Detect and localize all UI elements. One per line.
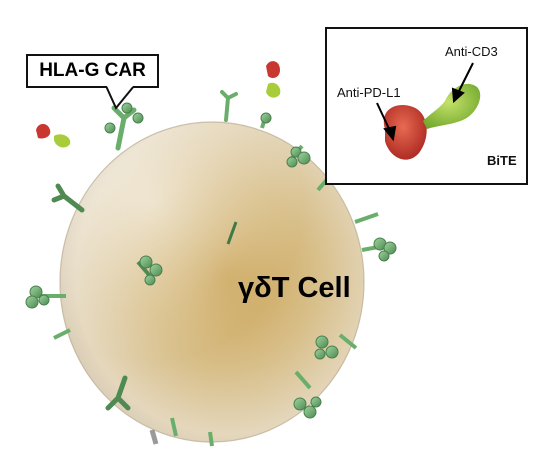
- bite-molecule-left: [36, 124, 71, 148]
- bite-molecule-top: [266, 61, 281, 98]
- callout-label: HLA-G CAR: [39, 60, 146, 81]
- label-arrows: [376, 62, 474, 142]
- anti-cd3-label: Anti-CD3: [445, 44, 498, 59]
- anti-cd3-domain: [423, 83, 481, 129]
- gamma-delta-t-cell: [59, 121, 365, 443]
- callout-pointer: [106, 86, 135, 110]
- bite-drawing: [376, 62, 481, 160]
- hla-g-car-callout: HLA-G CAR: [26, 54, 159, 88]
- bite-inset: Anti-PD-L1 Anti-CD3 BiTE: [325, 27, 528, 185]
- anti-pdl1-domain: [383, 105, 427, 160]
- anti-pdl1-label: Anti-PD-L1: [337, 85, 401, 100]
- bite-label: BiTE: [487, 153, 517, 168]
- cell-label: γδT Cell: [238, 272, 351, 304]
- car-receptors: [25, 90, 397, 447]
